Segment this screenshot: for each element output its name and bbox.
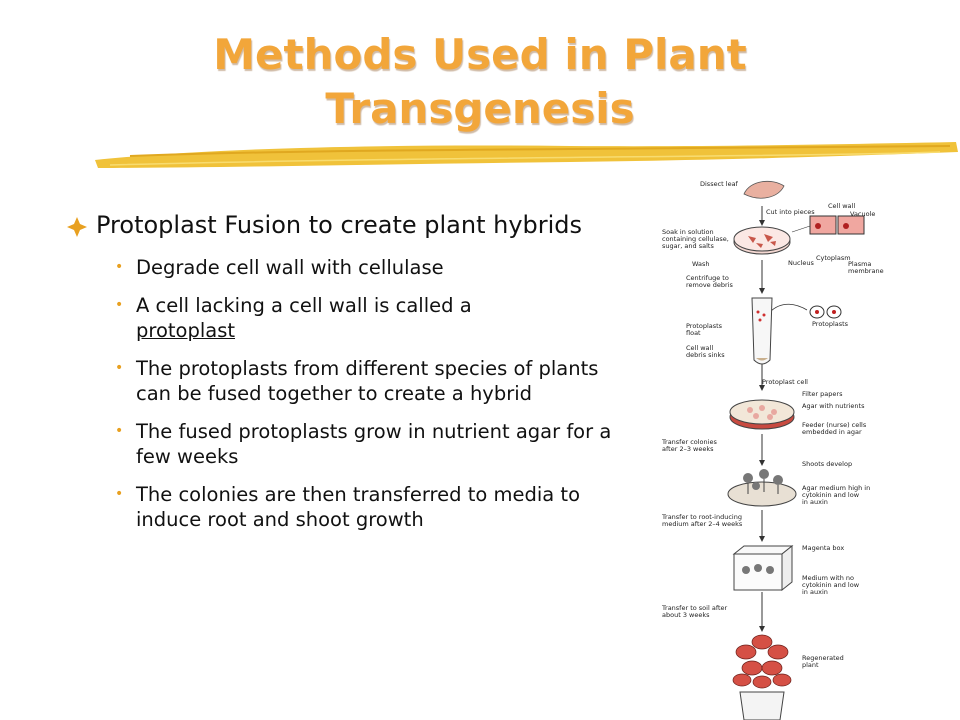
label-cell-wall: Cell wall bbox=[828, 202, 855, 210]
shoots-dish bbox=[727, 469, 797, 507]
label-soak-3: sugar, and salts bbox=[662, 242, 714, 250]
label-medium-no-3: in auxin bbox=[802, 588, 828, 596]
label-magenta-box: Magenta box bbox=[802, 544, 844, 552]
magenta-box bbox=[732, 544, 794, 592]
label-protoplast-cell: Protoplast cell bbox=[762, 378, 808, 386]
label-soak-1: Soak in solution bbox=[662, 228, 714, 236]
main-bullet-text: Protoplast Fusion to create plant hybrid… bbox=[96, 211, 583, 239]
label-cytoplasm: Cytoplasm bbox=[816, 254, 851, 262]
label-membrane: membrane bbox=[848, 267, 884, 275]
sub-bullet-dot-icon: • bbox=[115, 297, 124, 313]
label-agar-high-3: in auxin bbox=[802, 498, 828, 506]
protoplast-term: protoplast bbox=[136, 319, 236, 342]
label-centrifuge-1: Centrifuge to bbox=[686, 274, 729, 282]
label-agar-nutrients: Agar with nutrients bbox=[802, 402, 865, 410]
bullet-list: Protoplast Fusion to create plant hybrid… bbox=[66, 210, 626, 545]
sub-bullet: • The colonies are then transferred to m… bbox=[66, 482, 626, 532]
label-transfer-root-2: medium after 2–4 weeks bbox=[662, 520, 743, 528]
main-bullet: Protoplast Fusion to create plant hybrid… bbox=[66, 210, 626, 241]
protoplasts-inset bbox=[769, 303, 842, 319]
label-feeder-1: Feeder (nurse) cells bbox=[802, 421, 867, 429]
label-protoplasts-float-1: Protoplasts bbox=[686, 322, 723, 330]
label-vacuole: Vacuole bbox=[850, 210, 875, 218]
label-centrifuge-2: remove debris bbox=[686, 281, 733, 289]
label-plasma: Plasma bbox=[848, 260, 871, 268]
regenerated-plant-icon bbox=[732, 634, 792, 720]
label-transfer-soil-1: Transfer to soil after bbox=[661, 604, 728, 612]
sub-bullet-dot-icon: • bbox=[115, 423, 124, 439]
label-agar-high-2: cytokinin and low bbox=[802, 491, 860, 499]
sub-bullet-text: The colonies are then transferred to med… bbox=[136, 483, 581, 531]
slide-title: Methods Used in Plant Transgenesis bbox=[120, 28, 840, 136]
sub-bullet: • The fused protoplasts grow in nutrient… bbox=[66, 419, 626, 469]
sub-bullet: • The protoplasts from different species… bbox=[66, 356, 626, 406]
title-line-1: Methods Used in Plant bbox=[213, 30, 747, 79]
label-feeder-2: embedded in agar bbox=[802, 428, 862, 436]
label-medium-no-2: cytokinin and low bbox=[802, 581, 860, 589]
label-filter-papers: Filter papers bbox=[802, 390, 843, 398]
label-regenerated-2: plant bbox=[802, 661, 819, 669]
sub-bullet: • Degrade cell wall with cellulase bbox=[66, 255, 626, 280]
sub-bullet-text: Degrade cell wall with cellulase bbox=[136, 256, 444, 279]
label-transfer-root-1: Transfer to root-inducing bbox=[661, 513, 742, 521]
label-cut-pieces: Cut into pieces bbox=[766, 208, 815, 216]
label-cellwall-debris-1: Cell wall bbox=[686, 344, 713, 352]
sub-bullet: • A cell lacking a cell wall is called a… bbox=[66, 293, 626, 343]
agar-plate bbox=[729, 399, 795, 430]
label-nucleus: Nucleus bbox=[788, 259, 814, 267]
label-shoots: Shoots develop bbox=[802, 460, 852, 468]
label-transfer-colonies-2: after 2–3 weeks bbox=[662, 445, 714, 453]
label-wash: Wash bbox=[692, 260, 710, 268]
label-protoplasts-float-2: float bbox=[686, 329, 701, 337]
protoplast-fusion-diagram: Dissect leaf Cut into pieces Cell wall V… bbox=[661, 180, 884, 720]
title-line-2: Transgenesis bbox=[325, 84, 635, 133]
diamond-bullet-icon bbox=[67, 217, 87, 237]
label-transfer-soil-2: about 3 weeks bbox=[662, 611, 710, 619]
sub-bullet-text: The fused protoplasts grow in nutrient a… bbox=[136, 420, 612, 468]
sub-bullet-dot-icon: • bbox=[115, 486, 124, 502]
label-agar-high-1: Agar medium high in bbox=[802, 484, 870, 492]
label-protoplasts: Protoplasts bbox=[812, 320, 849, 328]
label-soak-2: containing cellulase, bbox=[662, 235, 729, 243]
label-regenerated-1: Regenerated bbox=[802, 654, 844, 662]
plant-cells-inset bbox=[791, 215, 865, 235]
sub-bullet-text: The protoplasts from different species o… bbox=[136, 357, 599, 405]
leaf-icon bbox=[743, 180, 785, 199]
label-cellwall-debris-2: debris sinks bbox=[686, 351, 725, 359]
sub-bullet-dot-icon: • bbox=[115, 360, 124, 376]
sub-bullet-dot-icon: • bbox=[115, 259, 124, 275]
label-transfer-colonies-1: Transfer colonies bbox=[661, 438, 717, 446]
label-dissect-leaf: Dissect leaf bbox=[700, 180, 739, 188]
petri-dish-soak bbox=[733, 226, 791, 255]
sub-bullet-text: A cell lacking a cell wall is called a bbox=[136, 294, 472, 317]
centrifuge-tube bbox=[751, 297, 773, 365]
label-medium-no-1: Medium with no bbox=[802, 574, 854, 582]
title-underline-brushstroke bbox=[95, 142, 958, 168]
